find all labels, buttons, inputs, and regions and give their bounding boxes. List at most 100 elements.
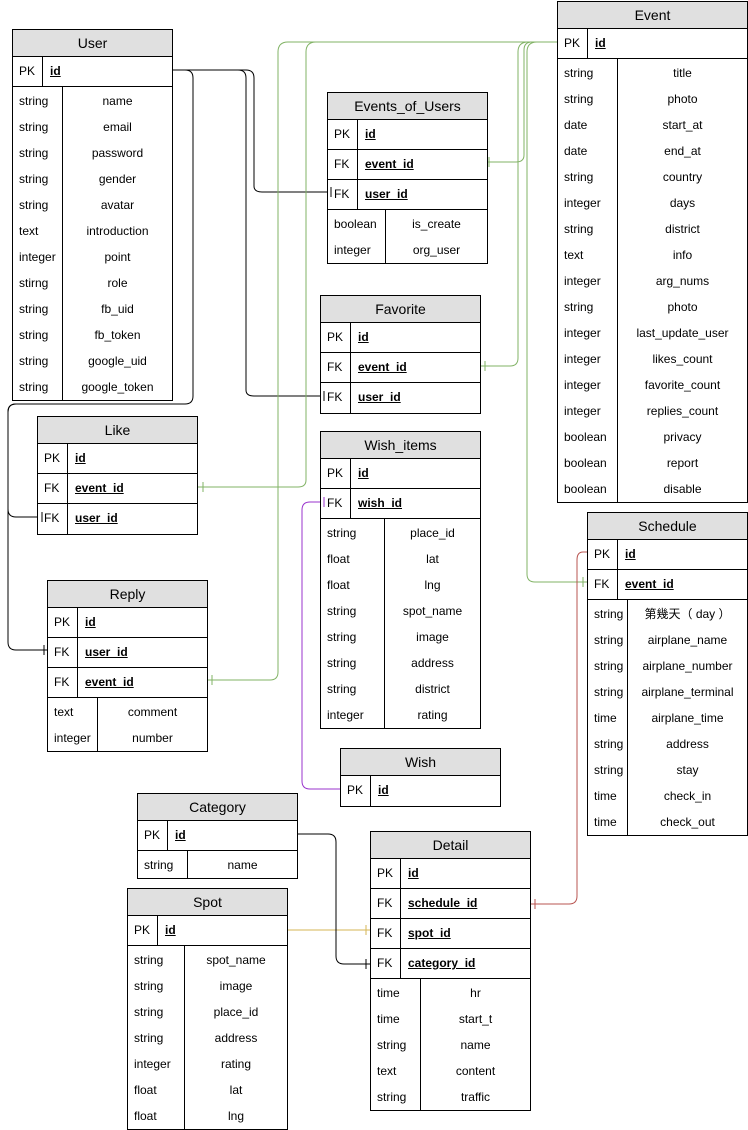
attribute-name: place_id (213, 1005, 259, 1019)
attribute-name: google_uid (88, 354, 147, 368)
fk-marker: FK (321, 489, 351, 518)
pk-field-name: id (595, 36, 606, 50)
attribute-name: arg_nums (655, 274, 710, 288)
pk-marker: PK (38, 444, 68, 473)
attribute-name: content (455, 1064, 496, 1078)
entity-title: Spot (128, 889, 287, 916)
attribute-type: string (594, 763, 624, 777)
attribute-type: string (377, 1090, 407, 1104)
attribute-name: address (214, 1031, 258, 1045)
pk-marker: PK (128, 916, 158, 945)
attribute-type: integer (564, 274, 601, 288)
entity-title: Schedule (588, 513, 747, 540)
attribute-type-column: string (138, 851, 188, 878)
entity-title: Wish_items (321, 432, 480, 459)
attribute-type: text (377, 1064, 397, 1078)
attribute-name: avatar (100, 198, 135, 212)
pk-field-name: id (358, 466, 369, 480)
fk-marker: FK (321, 383, 351, 413)
attribute-name: district (665, 222, 700, 236)
attribute-type: boolean (564, 482, 607, 496)
attribute-name: favorite_count (644, 378, 721, 392)
attribute-type: string (144, 858, 174, 872)
attribute-type: float (134, 1109, 157, 1123)
attribute-name: district (415, 682, 450, 696)
attribute-name: spot_name (402, 604, 463, 618)
entity-title: Wish (341, 749, 500, 776)
pk-marker: PK (48, 608, 78, 637)
pk-field-name: id (50, 64, 61, 78)
attribute-name: info (672, 248, 693, 262)
attribute-type: string (327, 526, 357, 540)
attribute-type: string (564, 66, 594, 80)
pk-field-name: id (175, 828, 186, 842)
attribute-name: lng (227, 1109, 244, 1123)
attribute-type: string (134, 1031, 164, 1045)
pk-field-name: id (625, 547, 636, 561)
attribute-name: replies_count (646, 404, 719, 418)
attribute-type: string (327, 682, 357, 696)
fk-field-name: event_id (75, 481, 124, 495)
pk-marker: PK (321, 323, 351, 352)
attribute-type: string (19, 354, 49, 368)
attribute-name: 第幾天（ day ） (644, 607, 731, 621)
attribute-type: string (327, 630, 357, 644)
attribute-name: privacy (663, 430, 702, 444)
attribute-name: name (102, 94, 133, 108)
attribute-name: address (411, 656, 454, 670)
attribute-type: time (377, 986, 400, 1000)
attribute-type-column: text integer (48, 698, 98, 751)
attribute-type: string (19, 94, 49, 108)
attribute-type: string (564, 222, 594, 236)
attribute-name: image (416, 630, 449, 644)
attribute-type: date (564, 144, 588, 158)
attribute-type: string (19, 120, 49, 134)
attribute-type: text (54, 705, 74, 719)
entity-title: Events_of_Users (328, 93, 487, 120)
attribute-name: address (666, 737, 709, 751)
attribute-name: airplane_name (647, 633, 728, 647)
attribute-type: string (377, 1038, 407, 1052)
attribute-name: org_user (412, 243, 461, 257)
fk-marker: FK (328, 150, 358, 179)
fk-marker: FK (48, 668, 78, 697)
attribute-type: integer (19, 250, 56, 264)
attribute-type: boolean (334, 217, 377, 231)
attribute-type: time (594, 711, 617, 725)
attribute-name: disable (663, 482, 702, 496)
fk-field-name: schedule_id (408, 896, 478, 910)
attribute-name: image (219, 979, 253, 993)
entity-title: Like (38, 417, 197, 444)
pk-field-name: id (408, 866, 419, 880)
attribute-type: string (564, 300, 594, 314)
attribute-type: string (134, 979, 164, 993)
fk-marker: FK (321, 353, 351, 382)
attribute-type: integer (54, 731, 91, 745)
attribute-type: float (327, 578, 350, 592)
attribute-type: date (564, 118, 588, 132)
pk-field-name: id (358, 330, 369, 344)
